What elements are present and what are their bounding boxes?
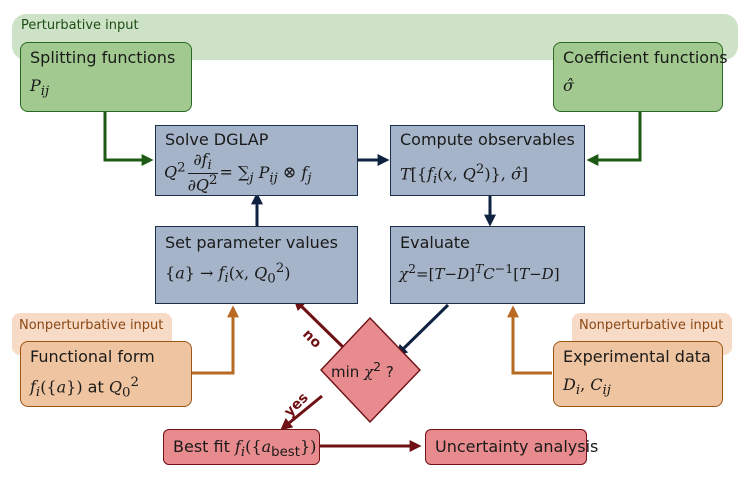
- parameter-formula: {a} → fi(x, Q02): [165, 261, 291, 287]
- coefficient-functions-formula: σ̂: [563, 76, 574, 95]
- solve-dglap-title: Solve DGLAP: [165, 130, 269, 149]
- dglap-equation: Q2∂fi∂Q2= ∑j Pij ⊗ fj: [164, 150, 312, 195]
- arrow-evaluate-to-decision: [395, 303, 450, 357]
- splitting-functions-box: Splitting functions Pij: [20, 42, 192, 112]
- decision-diamond: [320, 316, 421, 424]
- arrow-decision-yes-to-bestfit: [280, 394, 323, 431]
- solve-dglap-box: Solve DGLAP Q2∂fi∂Q2= ∑j Pij ⊗ fj: [155, 125, 358, 196]
- best-fit-label: Best fit: [173, 437, 230, 456]
- functional-form-box: Functional form fi({a}) at Q02: [20, 341, 192, 407]
- arrow-functional-to-params: [192, 305, 239, 375]
- experimental-data-box: Experimental data Di, Cij: [553, 341, 723, 407]
- best-fit-box: Best fit fi({abest}): [163, 429, 320, 465]
- observables-formula: T[{fi(x, Q2)}, σ̂]: [400, 162, 529, 188]
- decision-label: min χ2 ?: [331, 359, 394, 381]
- perturbative-band-title: Perturbative input: [21, 18, 139, 33]
- compute-observables-box: Compute observables T[{fi(x, Q2)}, σ̂]: [390, 125, 585, 196]
- arrow-splitting-to-dglap: [103, 112, 154, 166]
- coefficient-functions-box: Coefficient functions σ̂: [553, 42, 728, 112]
- arrow-coefficient-to-observables: [586, 112, 642, 166]
- experimental-data-title: Experimental data: [563, 347, 711, 366]
- set-parameter-values-box: Set parameter values {a} → fi(x, Q02): [155, 226, 358, 304]
- uncertainty-analysis-title: Uncertainty analysis: [435, 437, 599, 456]
- functional-form-formula: fi({a}) at Q02: [30, 375, 139, 401]
- uncertainty-analysis-box: Uncertainty analysis: [425, 429, 598, 465]
- splitting-functions-formula: Pij: [30, 76, 50, 100]
- chi-squared-formula: χ2=[T−D]TC−1[T−D]: [399, 261, 560, 283]
- nonperturbative-band-left-title: Nonperturbative input: [19, 318, 164, 333]
- set-parameter-values-title: Set parameter values: [165, 233, 338, 252]
- compute-observables-title: Compute observables: [400, 130, 575, 149]
- splitting-functions-title: Splitting functions: [30, 48, 176, 67]
- evaluate-title: Evaluate: [400, 233, 470, 252]
- arrow-decision-no-to-params: [293, 298, 349, 353]
- best-fit-formula: fi({abest}): [234, 437, 317, 461]
- experimental-data-formula: Di, Cij: [563, 375, 611, 399]
- arrow-experimental-to-evaluate: [507, 305, 552, 375]
- coefficient-functions-title: Coefficient functions: [563, 48, 728, 67]
- nonperturbative-band-right-title: Nonperturbative input: [579, 318, 724, 333]
- evaluate-box: Evaluate χ2=[T−D]TC−1[T−D]: [390, 226, 585, 304]
- best-fit-title: Best fit fi({abest}): [173, 437, 316, 460]
- functional-form-title: Functional form: [30, 347, 155, 366]
